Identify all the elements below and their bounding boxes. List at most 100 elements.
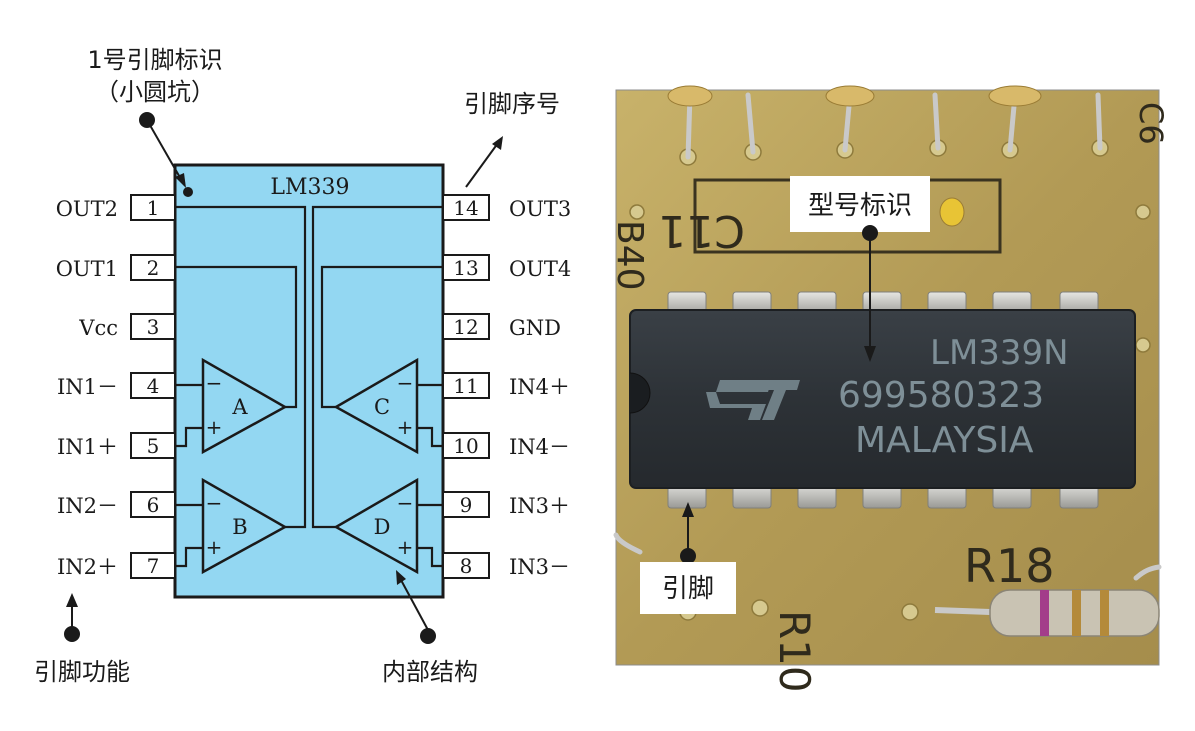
- solder-pads: [629, 139, 1151, 621]
- pin-number: 13: [453, 256, 478, 280]
- silk-r18: R18: [964, 539, 1055, 593]
- leader-arrow: [492, 136, 503, 150]
- left-pin-1: 1 OUT2: [56, 194, 176, 221]
- callout-pin: 引脚: [640, 502, 736, 614]
- pin-number: 11: [453, 374, 478, 398]
- pin-function: IN1－: [57, 375, 118, 399]
- pin-number: 12: [453, 315, 478, 339]
- pin-function: IN2＋: [57, 555, 118, 579]
- chip-label: LM339: [270, 175, 349, 200]
- comparator-d-label: D: [374, 515, 391, 539]
- ic-notch: [629, 372, 651, 414]
- comparator-d-minus: −: [397, 491, 414, 515]
- comparator-a-label: A: [231, 395, 248, 419]
- comparator-b: − + B: [201, 477, 288, 575]
- silk-c6: C6: [1132, 102, 1170, 145]
- capacitor-bodies: [667, 85, 1042, 227]
- pin1-dot: [183, 187, 193, 197]
- pin-function: IN1＋: [57, 435, 118, 459]
- right-pin-12: 12 GND: [442, 313, 561, 340]
- comparator-d-plus: +: [397, 535, 414, 559]
- pin-function: IN4－: [509, 435, 570, 459]
- internal-wiring: [175, 205, 443, 568]
- pin-number: 5: [147, 434, 160, 458]
- callout-model-mark-text: 型号标识: [808, 191, 912, 221]
- leader-arrow: [682, 502, 694, 517]
- pin-number: 14: [453, 196, 478, 220]
- annotation-internal-structure-text: 内部结构: [382, 658, 478, 686]
- ic-marking-line2: 699580323: [838, 375, 1044, 416]
- left-pin-7: 7 IN2＋: [57, 552, 176, 579]
- pin-function: IN4＋: [509, 375, 570, 399]
- annotation-internal-structure: 内部结构: [382, 570, 478, 686]
- comparator-b-label: B: [232, 515, 247, 539]
- callout-pin-text: 引脚: [662, 574, 714, 604]
- pcb-photo: C11 R18 R10 B40 C6: [609, 85, 1170, 693]
- annotation-pin-number: 引脚序号: [464, 90, 560, 188]
- silk-r10: R10: [770, 610, 819, 693]
- pin-number: 1: [147, 196, 160, 220]
- left-pin-3: 3 Vcc: [78, 313, 176, 340]
- st-logo-icon: [705, 380, 800, 420]
- right-pin-9: 9 IN3＋: [442, 491, 570, 518]
- leader-dot: [680, 548, 696, 564]
- right-pin-11: 11 IN4＋: [442, 372, 570, 399]
- comparator-b-plus: +: [206, 535, 223, 559]
- right-pin-13: 13 OUT4: [442, 254, 571, 281]
- annotation-pin-number-text: 引脚序号: [464, 90, 560, 118]
- pin-function: IN3－: [509, 555, 570, 579]
- pin-number: 4: [147, 374, 160, 398]
- leader-arrow: [66, 593, 78, 607]
- ic-marking-line3: MALAYSIA: [855, 420, 1034, 461]
- comparator-d: − + D: [333, 477, 419, 575]
- comparator-c-plus: +: [397, 415, 414, 439]
- pin-function: OUT1: [56, 257, 118, 281]
- annotation-pin-function-text: 引脚功能: [34, 658, 130, 686]
- left-pin-5: 5 IN1＋: [57, 432, 176, 459]
- comparator-c-minus: −: [397, 371, 414, 395]
- pin-number: 2: [147, 256, 160, 280]
- silk-c11: C11: [658, 205, 745, 256]
- leader-arrow: [175, 173, 186, 188]
- comparator-a: − + A: [201, 357, 288, 455]
- comparator-a-minus: −: [206, 371, 223, 395]
- annotation-pin-function: 引脚功能: [34, 593, 130, 686]
- right-pin-14: 14 OUT3: [442, 194, 571, 221]
- annotation-pin1-mark-line1: 1号引脚标识: [87, 46, 222, 74]
- right-pin-8: 8 IN3－: [442, 552, 570, 579]
- resistor: [934, 589, 1160, 637]
- pin-number: 6: [147, 493, 160, 517]
- right-pin-10: 10 IN4－: [442, 432, 570, 459]
- comparator-b-minus: −: [206, 491, 223, 515]
- leader-line: [146, 119, 183, 182]
- pin-function: OUT2: [56, 197, 118, 221]
- leader-dot: [420, 628, 436, 644]
- leader-line: [465, 142, 499, 188]
- callout-model-mark: 型号标识: [790, 176, 930, 362]
- comparator-c: − + C: [333, 357, 419, 455]
- pin-number: 8: [460, 554, 473, 578]
- leader-line: [400, 579, 429, 631]
- pin-function: Vcc: [78, 316, 118, 340]
- pin-number: 9: [460, 493, 473, 517]
- silk-b40: B40: [609, 220, 650, 291]
- leader-dot: [64, 626, 80, 642]
- schematic-panel: LM339: [34, 46, 571, 686]
- annotation-pin1-mark: 1号引脚标识 （小圆坑）: [87, 46, 223, 188]
- ic-marking-line1: LM339N: [930, 333, 1069, 373]
- pin-number: 3: [147, 315, 160, 339]
- pin-function: OUT3: [509, 197, 571, 221]
- left-pin-6: 6 IN2－: [57, 491, 176, 518]
- left-pin-4: 4 IN1－: [57, 372, 176, 399]
- annotation-pin1-mark-line2: （小圆坑）: [95, 78, 215, 106]
- comparator-c-label: C: [374, 395, 390, 419]
- pin-function: GND: [509, 316, 561, 340]
- pin-function: IN3＋: [509, 494, 570, 518]
- leader-arrow: [864, 346, 876, 362]
- comparator-a-plus: +: [206, 415, 223, 439]
- pin-function: OUT4: [509, 257, 571, 281]
- left-pin-2: 2 OUT1: [56, 254, 176, 281]
- pin-function: IN2－: [57, 494, 118, 518]
- pin-number: 7: [147, 554, 160, 578]
